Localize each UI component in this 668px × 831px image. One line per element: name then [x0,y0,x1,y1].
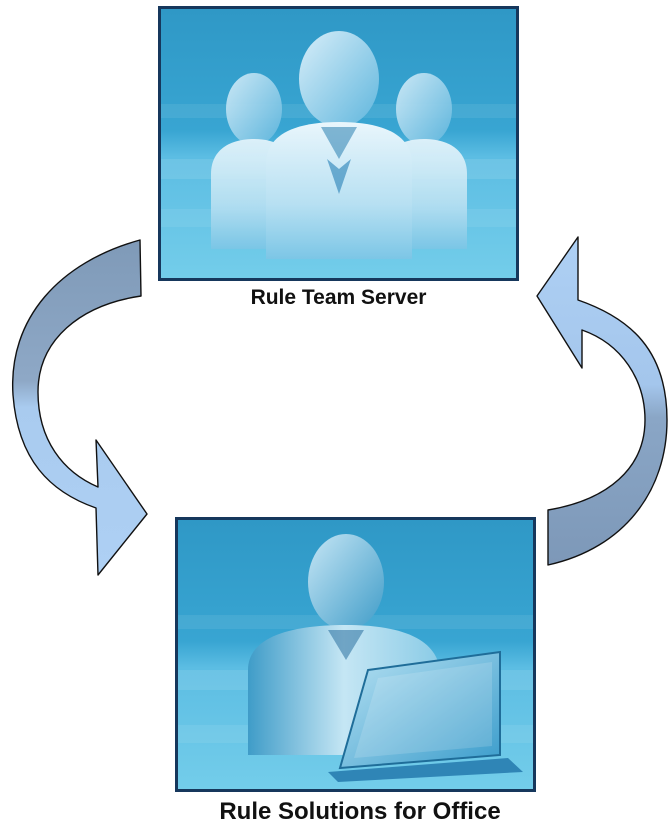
user-laptop-icon [178,520,533,789]
arrow-left-down [12,239,148,576]
arrow-right-up [536,236,668,566]
rule-solutions-for-office-label: Rule Solutions for Office [219,798,501,825]
rule-team-server-panel [158,6,519,281]
rule-solutions-for-office-panel [175,517,536,792]
user-group-icon [161,9,516,278]
rule-team-server-label: Rule Team Server [250,286,427,309]
